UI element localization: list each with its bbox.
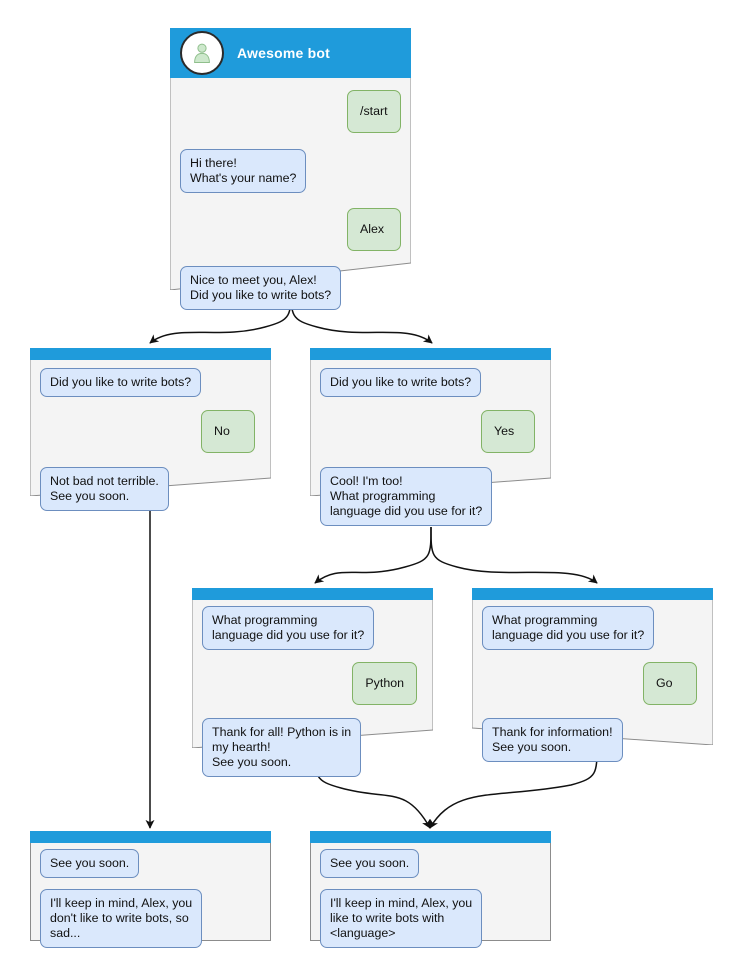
user-message-bubble[interactable]: Yes — [481, 410, 535, 453]
user-message-bubble[interactable]: Alex — [347, 208, 401, 251]
card-end-happy-header — [310, 831, 551, 843]
bot-message-bubble[interactable]: Did you like to write bots? — [40, 368, 202, 397]
card-language-python[interactable]: What programming language did you use fo… — [192, 588, 433, 777]
message-row: What programming language did you use fo… — [482, 606, 703, 650]
card-end-sad[interactable]: See you soon. I'll keep in mind, Alex, y… — [30, 831, 271, 948]
card-start-header: Awesome bot — [170, 28, 411, 78]
message-row: Go — [482, 662, 703, 705]
user-message-bubble[interactable]: /start — [347, 90, 401, 133]
message-row: Hi there! What's your name? — [180, 149, 401, 193]
card-answer-yes-messages: Did you like to write bots? Yes Cool! I'… — [310, 360, 551, 526]
bot-message-bubble[interactable]: Nice to meet you, Alex! Did you like to … — [180, 266, 342, 310]
card-language-python-header — [192, 588, 433, 600]
message-row: Not bad not terrible. See you soon. — [40, 467, 261, 511]
message-row: Nice to meet you, Alex! Did you like to … — [180, 266, 401, 310]
card-answer-yes[interactable]: Did you like to write bots? Yes Cool! I'… — [310, 348, 551, 526]
card-language-python-messages: What programming language did you use fo… — [192, 600, 433, 777]
message-row: Thank for all! Python is in my hearth! S… — [202, 718, 423, 777]
message-row: Yes — [320, 410, 541, 453]
message-row: Cool! I'm too! What programming language… — [320, 467, 541, 526]
person-avatar-icon — [180, 31, 224, 75]
message-row: What programming language did you use fo… — [202, 606, 423, 650]
message-row: No — [40, 410, 261, 453]
message-row: Thank for information! See you soon. — [482, 718, 703, 762]
card-language-go[interactable]: What programming language did you use fo… — [472, 588, 713, 762]
message-row: Did you like to write bots? — [320, 368, 541, 397]
card-answer-no-messages: Did you like to write bots? No Not bad n… — [30, 360, 271, 511]
card-end-happy-messages: See you soon. I'll keep in mind, Alex, y… — [310, 843, 551, 948]
card-answer-no[interactable]: Did you like to write bots? No Not bad n… — [30, 348, 271, 511]
user-message-bubble[interactable]: No — [201, 410, 255, 453]
bot-message-bubble[interactable]: I'll keep in mind, Alex, you don't like … — [40, 889, 203, 948]
message-row: Alex — [180, 208, 401, 251]
card-end-sad-header — [30, 831, 271, 843]
message-row: I'll keep in mind, Alex, you don't like … — [40, 889, 261, 948]
bot-message-bubble[interactable]: Not bad not terrible. See you soon. — [40, 467, 169, 511]
card-language-go-header — [472, 588, 713, 600]
bot-message-bubble[interactable]: Hi there! What's your name? — [180, 149, 307, 193]
bot-message-bubble[interactable]: See you soon. — [40, 849, 140, 878]
card-answer-no-header — [30, 348, 271, 360]
card-language-go-messages: What programming language did you use fo… — [472, 600, 713, 762]
card-end-happy[interactable]: See you soon. I'll keep in mind, Alex, y… — [310, 831, 551, 948]
card-start-messages: /start Hi there! What's your name? Alex … — [170, 78, 411, 310]
card-start[interactable]: Awesome bot /start Hi there! What's your… — [170, 28, 411, 310]
bot-message-bubble[interactable]: Thank for information! See you soon. — [482, 718, 623, 762]
message-row: See you soon. — [40, 849, 261, 878]
user-message-bubble[interactable]: Python — [352, 662, 417, 705]
message-row: I'll keep in mind, Alex, you like to wri… — [320, 889, 541, 948]
bot-message-bubble[interactable]: Did you like to write bots? — [320, 368, 482, 397]
bot-message-bubble[interactable]: Cool! I'm too! What programming language… — [320, 467, 493, 526]
card-answer-yes-header — [310, 348, 551, 360]
bot-message-bubble[interactable]: What programming language did you use fo… — [482, 606, 655, 650]
message-row: /start — [180, 90, 401, 133]
user-message-bubble[interactable]: Go — [643, 662, 697, 705]
message-row: Python — [202, 662, 423, 705]
message-row: See you soon. — [320, 849, 541, 878]
bot-name-label: Awesome bot — [237, 45, 330, 61]
bot-message-bubble[interactable]: What programming language did you use fo… — [202, 606, 375, 650]
card-end-sad-messages: See you soon. I'll keep in mind, Alex, y… — [30, 843, 271, 948]
bot-message-bubble[interactable]: I'll keep in mind, Alex, you like to wri… — [320, 889, 483, 948]
message-row: Did you like to write bots? — [40, 368, 261, 397]
bot-message-bubble[interactable]: See you soon. — [320, 849, 420, 878]
bot-message-bubble[interactable]: Thank for all! Python is in my hearth! S… — [202, 718, 362, 777]
